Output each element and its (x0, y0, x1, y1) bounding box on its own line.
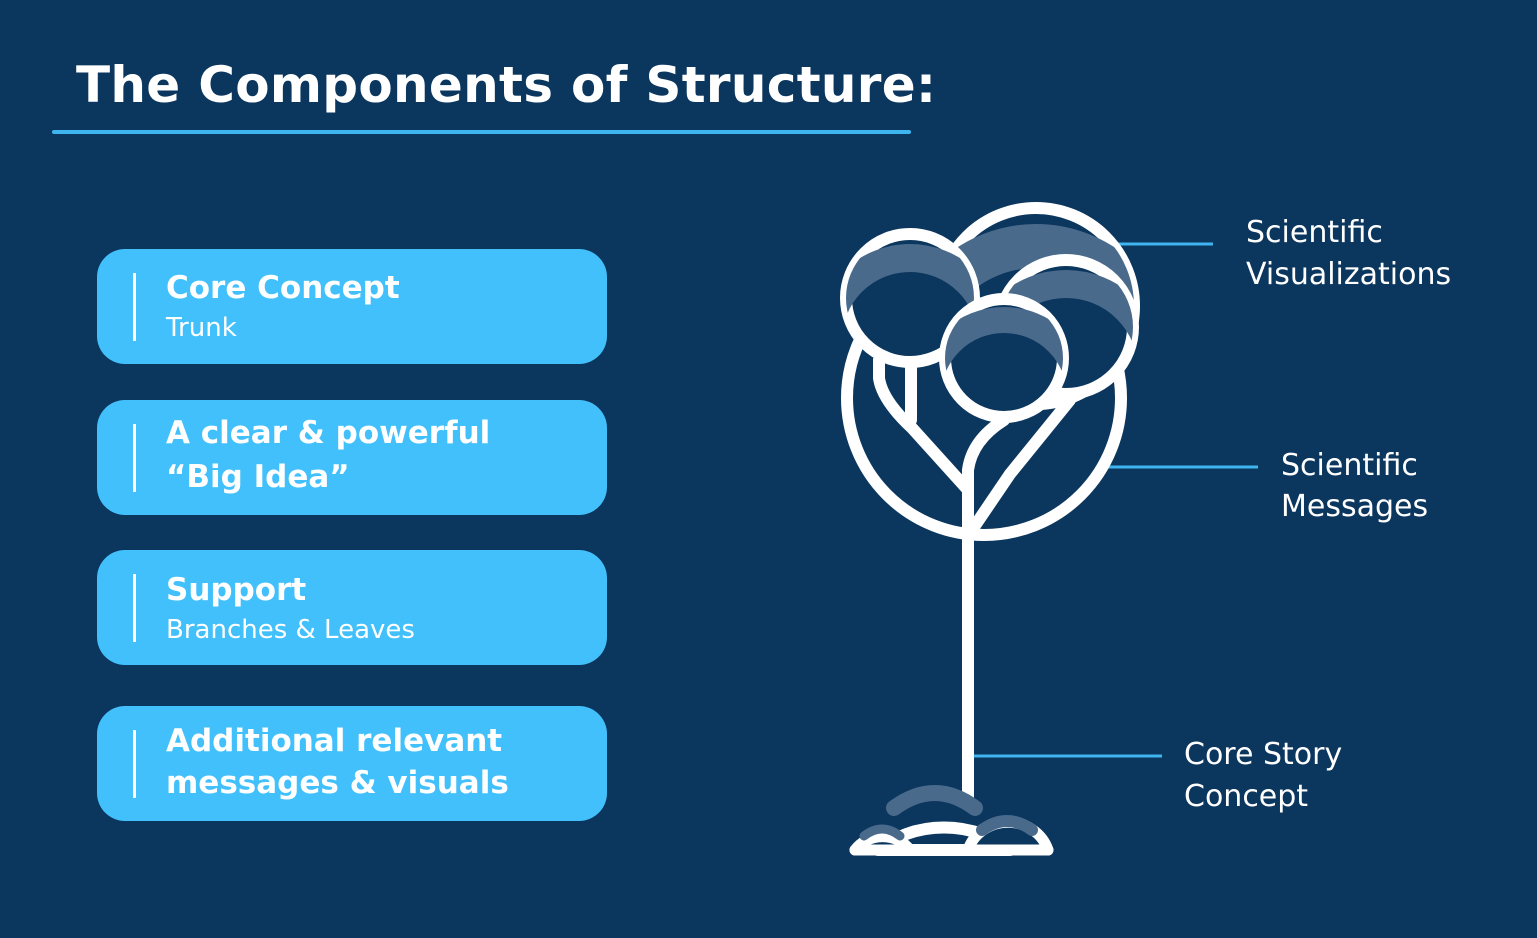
card-divider (133, 574, 136, 642)
card-divider (133, 273, 136, 341)
label-core-line2: Concept (1184, 779, 1309, 814)
page-title: The Components of Structure: (76, 56, 937, 114)
card-big-idea: A clear & powerful “Big Idea” (97, 400, 607, 515)
label-core-line1: Core Story (1184, 737, 1343, 772)
card-heading-line-2: messages & visuals (166, 765, 509, 801)
card-divider (133, 424, 136, 492)
tree-branch-center (962, 414, 1010, 506)
ground-mound-center-shade (886, 785, 983, 816)
card-support: Support Branches & Leaves (97, 550, 607, 665)
label-visualizations-line2: Visualizations (1246, 257, 1452, 292)
crown-right-shade (999, 270, 1133, 394)
card-subheading: Trunk (166, 313, 237, 343)
card-core-concept: Core Concept Trunk (97, 249, 607, 364)
tree-branch-left (873, 354, 974, 496)
crown-left-shade (846, 244, 974, 362)
crown-top-shade (938, 224, 1134, 404)
ground-mound-left-shade (859, 824, 905, 841)
card-heading: Support (166, 572, 307, 608)
label-visualizations-line1: Scientific (1246, 215, 1383, 250)
tree-branch-right (966, 394, 1076, 536)
card-divider (133, 730, 136, 798)
title-underline (52, 130, 911, 134)
card-additional: Additional relevant messages & visuals (97, 706, 607, 821)
card-subheading: Branches & Leaves (166, 615, 415, 645)
card-heading: Additional relevant (166, 723, 503, 759)
card-heading: A clear & powerful (166, 415, 491, 451)
label-messages-line2: Messages (1281, 489, 1429, 524)
card-heading: Core Concept (166, 270, 400, 306)
ground-mound-right-shade (976, 815, 1038, 836)
crown-center-shade (945, 307, 1063, 417)
card-heading-line-2: “Big Idea” (166, 459, 350, 495)
label-messages-line1: Scientific (1281, 448, 1418, 483)
